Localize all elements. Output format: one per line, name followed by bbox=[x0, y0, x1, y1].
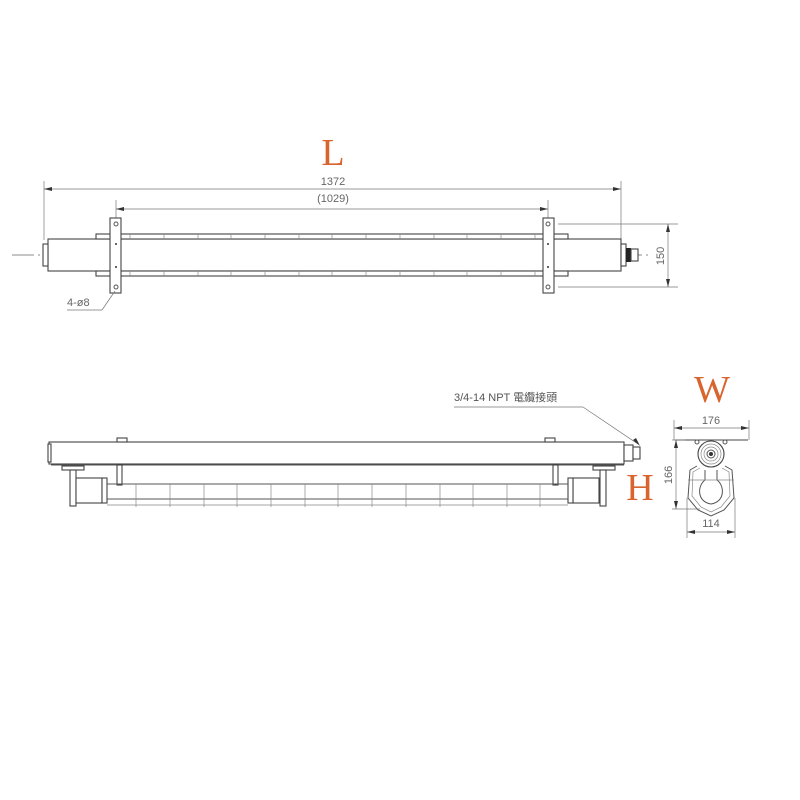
end-view: W H 176 166 1 bbox=[626, 369, 750, 538]
width-label: W bbox=[694, 369, 730, 411]
top-view: L 1372 (1029) bbox=[12, 132, 678, 311]
overall-length-dimension: 1372 bbox=[321, 176, 345, 188]
hole-note: 4-ø8 bbox=[67, 297, 90, 309]
width-dimension: 176 bbox=[702, 415, 720, 427]
mount-spacing-dimension: (1029) bbox=[317, 193, 349, 205]
length-label: L bbox=[321, 132, 344, 174]
side-view: 3/4-14 NPT 電纜接頭 bbox=[47, 390, 641, 507]
conduit-note: 3/4-14 NPT 電纜接頭 bbox=[454, 390, 557, 404]
height-label: H bbox=[626, 467, 653, 509]
base-width-dimension: 114 bbox=[702, 518, 720, 530]
height-dimension: 166 bbox=[663, 466, 675, 484]
depth-dimension: 150 bbox=[655, 247, 667, 265]
